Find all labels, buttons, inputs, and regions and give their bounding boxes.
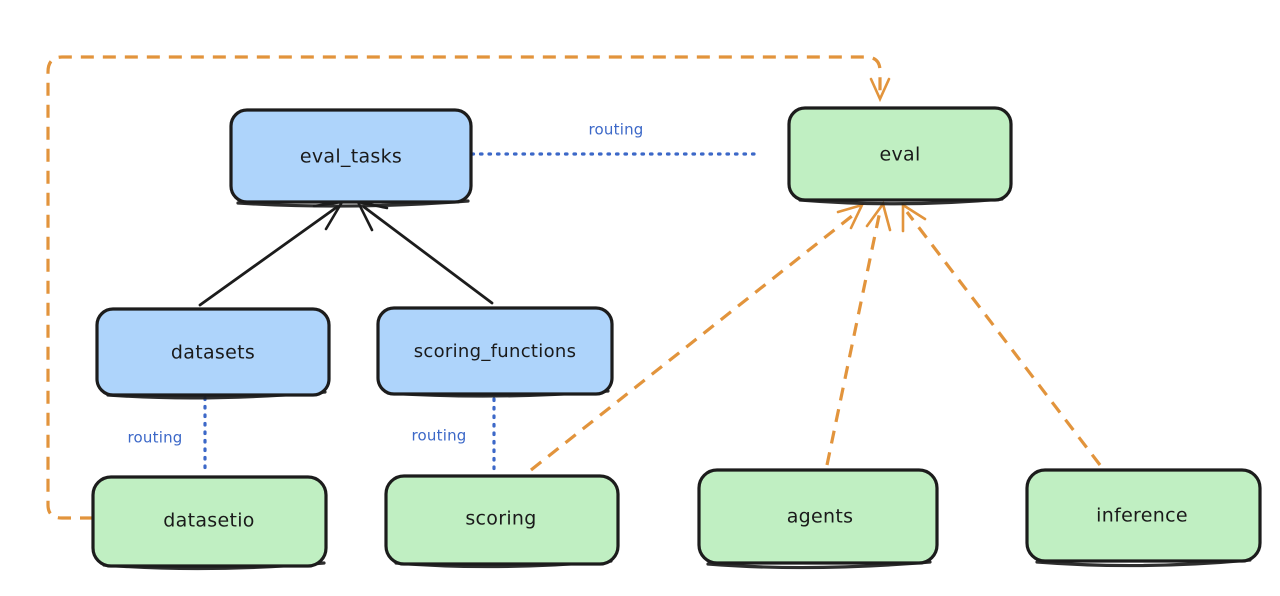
edge-inference-to-eval — [901, 202, 1102, 466]
edge-agents-to-eval — [825, 201, 892, 466]
node-datasets-label: datasets — [171, 342, 255, 364]
node-inference-label: inference — [1096, 505, 1188, 527]
node-eval-tasks[interactable]: eval_tasks — [229, 108, 473, 208]
node-datasets[interactable]: datasets — [95, 307, 331, 400]
node-agents[interactable]: agents — [697, 468, 939, 570]
node-inference[interactable]: inference — [1025, 468, 1262, 568]
edge-label-routing-scoring-functions: routing — [412, 427, 467, 445]
node-eval-label: eval — [879, 144, 920, 166]
node-eval-tasks-label: eval_tasks — [300, 146, 402, 168]
node-scoring-functions-label: scoring_functions — [414, 341, 577, 362]
node-agents-label: agents — [787, 506, 854, 528]
edge-label-routing-eval-tasks: routing — [589, 121, 644, 139]
node-eval[interactable]: eval — [787, 106, 1013, 206]
node-datasetio-label: datasetio — [163, 510, 254, 532]
node-scoring[interactable]: scoring — [384, 474, 620, 569]
node-scoring-functions[interactable]: scoring_functions — [376, 306, 614, 398]
node-datasetio[interactable]: datasetio — [91, 475, 328, 571]
edge-datasets-to-eval-tasks — [198, 200, 345, 307]
edge-scoring-functions-to-eval-tasks — [355, 200, 494, 305]
edge-datasetio-to-eval — [46, 55, 891, 520]
edge-scoring-to-eval — [530, 202, 865, 472]
edge-label-routing-datasets: routing — [128, 429, 183, 447]
node-scoring-label: scoring — [465, 508, 536, 530]
